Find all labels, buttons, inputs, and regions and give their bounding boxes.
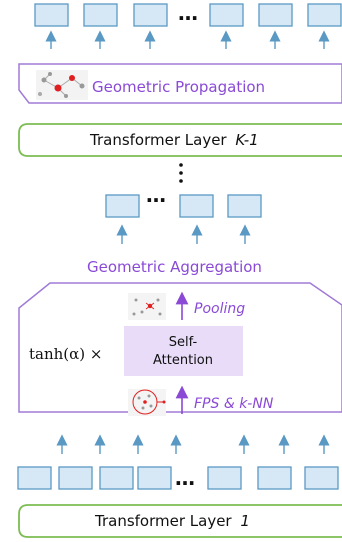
svg-text:Transformer Layer 1: Transformer Layer 1 [94,512,250,530]
token [257,466,292,490]
middle-arrows [116,224,251,244]
token [179,194,214,218]
token [227,194,262,218]
top-arrows [45,30,330,49]
geometric-propagation-block: Geometric Propagation [18,63,342,104]
svg-text:Transformer Layer K-1: Transformer Layer K-1 [89,131,259,149]
self-attention-label-line1: Self- [169,335,198,350]
token [105,194,140,218]
token [34,3,69,27]
pooled-points-icon [128,293,166,320]
fps-knn-label: FPS & k-NN [194,396,274,412]
transformer-layer-top-label: Transformer Layer [89,131,227,149]
pooling-label: Pooling [194,301,245,317]
transformer-layer-top: Transformer Layer K-1 [18,123,342,157]
vertical-ellipsis [179,163,183,183]
self-attention-label-line2: Attention [153,353,213,368]
token [99,466,134,490]
transformer-layer-bottom-label: Transformer Layer [94,512,232,530]
transformer-layer-bottom-index: 1 [240,512,250,530]
middle-token-row: … [105,183,262,218]
point-cloud-graph-icon [36,70,88,100]
ellipsis-bottom: … [175,466,195,490]
tanh-formula: tanh(α) × [29,345,102,363]
geometric-aggregation-block: Pooling tanh(α) × Self- Attention FPS & … [18,282,342,416]
token [304,466,339,490]
top-token-row: … [34,1,342,27]
bottom-arrows [56,434,330,454]
token [58,466,93,490]
token [307,3,342,27]
transformer-layer-bottom: Transformer Layer 1 [18,504,342,538]
ellipsis-top: … [178,1,198,25]
token [209,3,244,27]
sampled-points-icon [128,389,166,416]
token [137,466,172,490]
token [207,466,242,490]
token [83,3,118,27]
token [133,3,168,27]
token [17,466,52,490]
ellipsis-middle: … [146,183,166,207]
self-attention-box [124,326,243,376]
geometric-propagation-label: Geometric Propagation [92,78,265,96]
bottom-token-row: … [17,466,339,490]
geometric-aggregation-label: Geometric Aggregation [87,258,262,276]
token [258,3,293,27]
transformer-layer-top-index: K-1 [235,131,258,149]
